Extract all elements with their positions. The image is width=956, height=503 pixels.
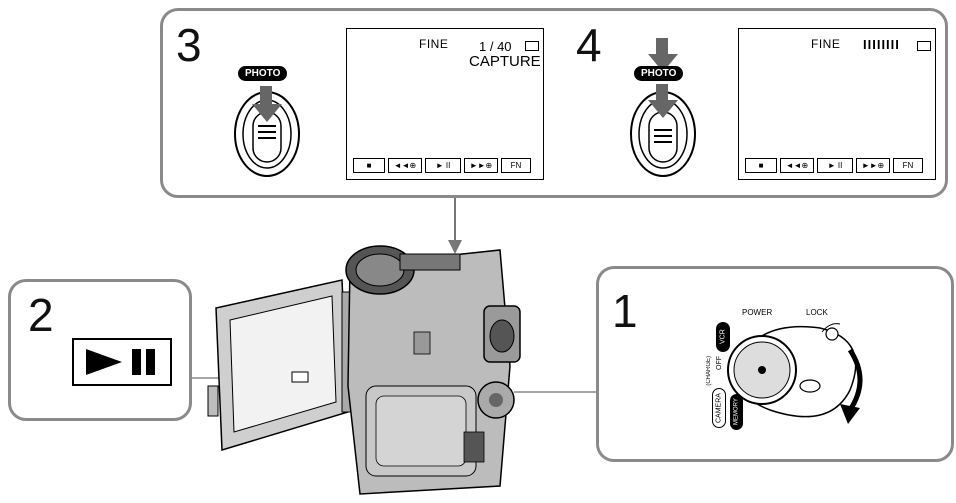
vcr-position[interactable]: VCR — [716, 322, 730, 352]
quality-label: FINE — [419, 37, 449, 51]
lock-label: LOCK — [806, 308, 828, 317]
off-label: OFF — [716, 356, 723, 370]
fn-button[interactable]: FN — [501, 158, 531, 173]
camera-label: CAMERA — [715, 393, 723, 423]
memory-label: MEMORY — [733, 398, 740, 426]
fn-button[interactable]: FN — [893, 158, 923, 173]
fast-forward-button[interactable]: ►►⊕ — [464, 158, 498, 173]
stop-button[interactable]: ■ — [745, 158, 777, 173]
step-1-number: 1 — [612, 285, 638, 337]
power-dial-illustration — [727, 323, 863, 424]
capture-status: CAPTURE — [469, 53, 541, 70]
memory-card-icon — [917, 41, 931, 51]
camera-position[interactable]: CAMERA — [712, 388, 726, 428]
leader-line-step1 — [514, 391, 598, 393]
photo-button-illustration — [234, 86, 300, 177]
control-buttons: ■ ◄◄⊕ ► II ►►⊕ FN — [745, 158, 923, 173]
step-2-number: 2 — [28, 289, 54, 341]
play-pause-button[interactable]: ► II — [817, 158, 853, 173]
rewind-button[interactable]: ◄◄⊕ — [780, 158, 814, 173]
memory-position[interactable]: MEMORY — [730, 394, 743, 430]
charge-label: (CHARGE) — [706, 356, 712, 386]
stop-button[interactable]: ■ — [353, 158, 385, 173]
photo-button-step4[interactable]: PHOTO — [630, 38, 700, 177]
power-label: POWER — [742, 308, 773, 317]
progress-bars: IIIIIIII — [863, 37, 900, 52]
lcd-screen-step4: FINE IIIIIIII ■ ◄◄⊕ ► II ►►⊕ FN — [738, 28, 936, 180]
photo-button-illustration — [630, 38, 696, 177]
photo-button-step3[interactable]: PHOTO — [234, 64, 304, 177]
connector-arrow-down — [448, 198, 462, 254]
play-icon — [86, 349, 122, 375]
step-3-number: 3 — [176, 19, 202, 71]
step-4-number: 4 — [576, 19, 602, 71]
pause-icon — [132, 349, 141, 375]
play-pause-big-button[interactable] — [72, 338, 172, 386]
fast-forward-button[interactable]: ►►⊕ — [856, 158, 890, 173]
image-count: 1 / 40 — [479, 39, 512, 54]
play-pause-button[interactable]: ► II — [425, 158, 461, 173]
photo-label: PHOTO — [634, 66, 684, 81]
control-buttons: ■ ◄◄⊕ ► II ►►⊕ FN — [353, 158, 531, 173]
lcd-screen-step3: FINE 1 / 40 CAPTURE ■ ◄◄⊕ ► II ►►⊕ FN — [346, 28, 544, 180]
photo-label: PHOTO — [238, 66, 288, 81]
play-pause-glyph — [86, 349, 155, 375]
memory-card-icon — [525, 41, 539, 51]
rewind-button[interactable]: ◄◄⊕ — [388, 158, 422, 173]
quality-label: FINE — [811, 37, 841, 51]
camcorder-illustration — [207, 245, 521, 495]
vcr-label: VCR — [719, 329, 727, 345]
